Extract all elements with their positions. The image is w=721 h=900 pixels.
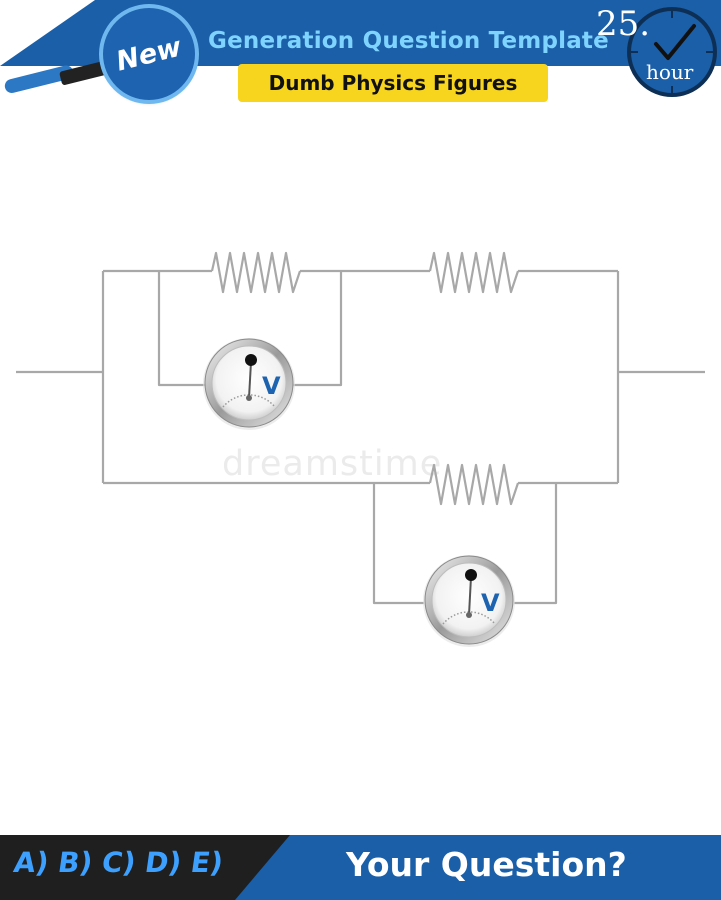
resistor-3 <box>428 463 520 506</box>
voltmeter-1-label: V <box>262 372 281 400</box>
answer-choices: A) B) C) D) E) <box>11 846 226 879</box>
question-prompt: Your Question? <box>346 845 627 884</box>
new-badge-label: New <box>113 30 185 78</box>
voltmeter-2-label: V <box>481 589 500 617</box>
watermark: dreamstime <box>222 444 443 484</box>
clock-number: 25. <box>596 4 651 44</box>
clock-unit: hour <box>646 60 694 84</box>
wire-meter-2-right <box>514 483 558 605</box>
magnifier-icon <box>4 61 109 94</box>
footer-question-bar <box>235 835 721 900</box>
wire-meter-1-right <box>293 271 343 387</box>
header-notch <box>0 0 95 66</box>
resistor-1 <box>210 251 302 294</box>
clock-icon <box>627 7 717 97</box>
new-badge: New <box>103 8 195 100</box>
wire-meter-1-left <box>157 271 205 387</box>
subtitle-box: Dumb Physics Figures <box>238 64 548 102</box>
footer-answers-bar <box>0 835 290 900</box>
resistor-2 <box>428 251 520 294</box>
circuit-diagram: V V <box>16 251 705 647</box>
page-subtitle: Dumb Physics Figures <box>268 71 518 95</box>
voltmeter-2: V <box>423 555 515 647</box>
page-title: Generation Question Template <box>208 28 609 54</box>
wire-meter-2-left <box>372 483 424 605</box>
voltmeter-1: V <box>203 338 295 430</box>
